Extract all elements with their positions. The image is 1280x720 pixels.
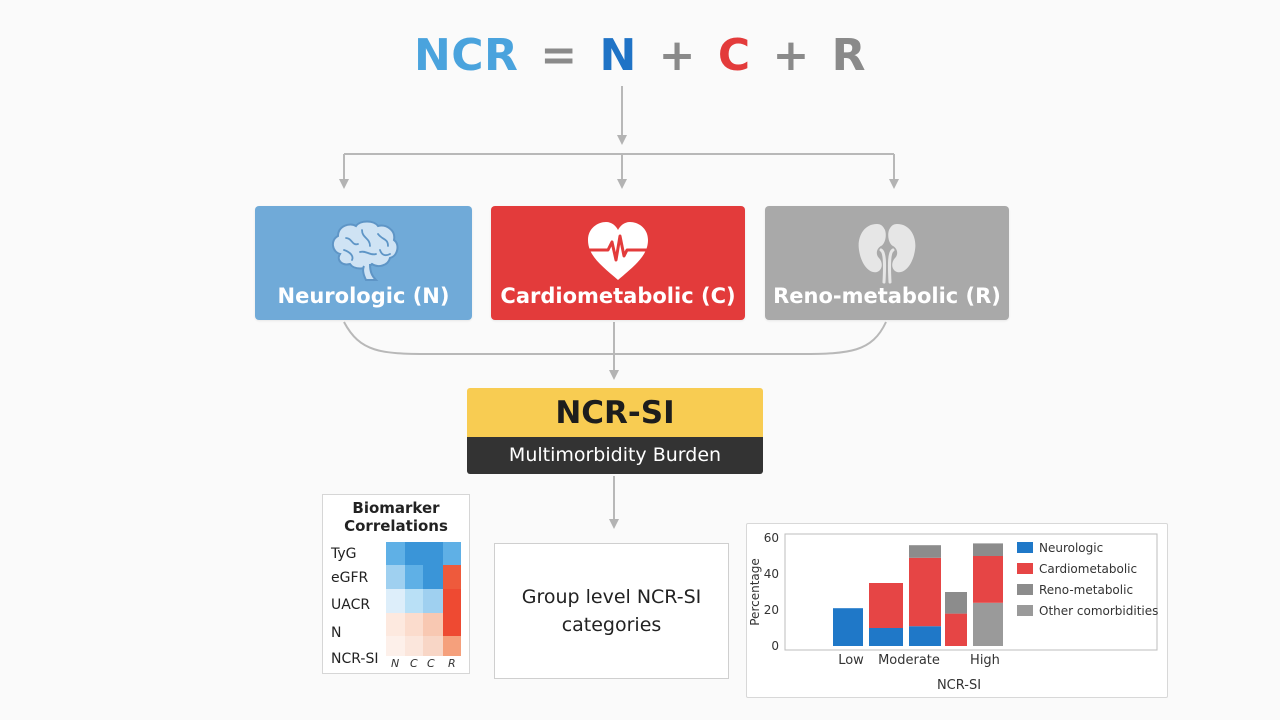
y-axis-label: Percentage xyxy=(748,558,762,626)
equation-plus-1: + xyxy=(658,30,696,81)
bar-segment xyxy=(833,608,863,646)
biomarker-title-line1: Biomarker xyxy=(352,499,440,517)
heatmap-cell xyxy=(423,589,443,613)
legend-label: Other comorbidities xyxy=(1039,604,1158,618)
heatmap-cell xyxy=(386,636,405,656)
heatmap-cell xyxy=(443,542,461,565)
x-tick-label: Low xyxy=(838,653,864,668)
bar-segment xyxy=(909,557,941,627)
heatmap-cell xyxy=(405,589,423,613)
equation-equals: = xyxy=(540,30,578,81)
neurologic-label: Neurologic (N) xyxy=(277,284,450,308)
neurologic-box: Neurologic (N) xyxy=(255,206,472,320)
heatmap-cell xyxy=(423,636,443,656)
y-tick-label: 40 xyxy=(764,567,779,581)
heatmap-cell xyxy=(405,613,423,636)
bar-segment xyxy=(869,583,903,628)
heatmap-cell xyxy=(423,542,443,565)
y-tick-label: 20 xyxy=(764,603,779,617)
heatmap-cell xyxy=(443,565,461,589)
equation-plus-2: + xyxy=(772,30,810,81)
bar-segment xyxy=(909,545,941,558)
group-level-line1: Group level NCR-SI xyxy=(521,586,702,608)
equation-ncr: NCR xyxy=(413,30,519,81)
biomarker-col-label: R xyxy=(448,657,456,670)
bar-segment xyxy=(945,613,967,646)
y-tick-label: 0 xyxy=(771,639,779,653)
group-level-line2: categories xyxy=(561,614,662,636)
x-tick-label: High xyxy=(970,653,1000,668)
heatmap-cell xyxy=(443,589,461,613)
legend-swatch xyxy=(1017,605,1033,616)
renometabolic-label: Reno-metabolic (R) xyxy=(773,284,1001,308)
heatmap-cell xyxy=(386,542,405,565)
heart-ecg-icon xyxy=(588,222,648,280)
biomarker-row-label: N xyxy=(331,625,342,641)
bar-segment xyxy=(869,628,903,646)
heatmap-cell xyxy=(405,636,423,656)
heatmap-cell xyxy=(443,613,461,636)
biomarker-row-label: eGFR xyxy=(331,570,369,586)
biomarker-row-label: UACR xyxy=(331,597,371,613)
y-tick-label: 60 xyxy=(764,531,779,545)
biomarker-col-label: N xyxy=(391,657,400,670)
heatmap-cell xyxy=(443,636,461,656)
biomarker-title-line2: Correlations xyxy=(344,517,448,535)
bar-segment xyxy=(973,556,1003,603)
equation-c: C xyxy=(717,30,751,81)
equation-r: R xyxy=(831,30,867,81)
biomarker-row-label: TyG xyxy=(331,546,357,562)
x-axis-label: NCR-SI xyxy=(937,678,981,693)
legend-label: Reno-metabolic xyxy=(1039,583,1133,597)
legend-swatch xyxy=(1017,584,1033,595)
ncr-si-title: NCR-SI xyxy=(467,388,763,438)
renometabolic-box: Reno-metabolic (R) xyxy=(765,206,1009,320)
heatmap-cell xyxy=(405,565,423,589)
legend-swatch xyxy=(1017,563,1033,574)
heatmap-cell xyxy=(423,565,443,589)
bar-segment xyxy=(973,602,1003,646)
biomarker-row-label: NCR-SI xyxy=(331,651,379,667)
biomarker-col-label: C xyxy=(427,657,435,670)
bar-segment xyxy=(909,626,941,646)
legend-label: Cardiometabolic xyxy=(1039,562,1137,576)
bar-segment xyxy=(945,592,967,614)
legend-label: Neurologic xyxy=(1039,541,1103,555)
ncr-si-subtitle: Multimorbidity Burden xyxy=(467,437,763,474)
legend-swatch xyxy=(1017,542,1033,553)
bar-segment xyxy=(973,543,1003,556)
group-level-text: Group level NCR-SI categories xyxy=(512,583,712,639)
ncr-equation: NCR = N + C + R xyxy=(0,30,1280,81)
heatmap-cell xyxy=(423,613,443,636)
heatmap-cell xyxy=(386,589,405,613)
cardiometabolic-box: Cardiometabolic (C) xyxy=(491,206,745,320)
biomarker-col-label: C xyxy=(410,657,418,670)
brain-icon xyxy=(331,220,398,281)
biomarker-correlations-card: Biomarker Correlations TyG eGFR UACR N N… xyxy=(322,494,470,674)
heatmap-cell xyxy=(386,565,405,589)
heatmap-cell xyxy=(386,613,405,636)
x-tick-label: Moderate xyxy=(878,653,940,668)
group-level-box: Group level NCR-SI categories xyxy=(494,543,729,679)
equation-n: N xyxy=(599,30,637,81)
heatmap-cell xyxy=(405,542,423,565)
kidney-icon xyxy=(858,224,916,284)
biomarker-title: Biomarker Correlations xyxy=(323,499,469,535)
cardiometabolic-label: Cardiometabolic (C) xyxy=(500,284,736,308)
